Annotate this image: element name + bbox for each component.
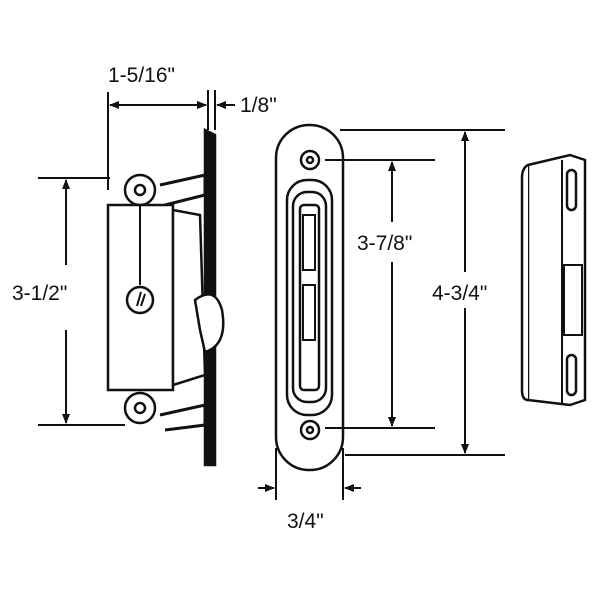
label-hole-spacing: 3-7/8"	[357, 232, 412, 255]
label-latch-width: 1-5/16"	[108, 64, 175, 87]
label-plate-thickness: 1/8"	[240, 94, 277, 117]
label-latch-height: 3-1/2"	[12, 282, 67, 305]
strike-plate	[274, 123, 345, 472]
dimension-latch-width: 1-5/16"	[107, 64, 209, 190]
dimension-hole-spacing: 3-7/8"	[325, 159, 435, 429]
latch-side-view	[106, 127, 225, 467]
label-strike-height: 4-3/4"	[432, 282, 487, 305]
dimension-plate-thickness: 1/8"	[190, 90, 277, 130]
label-strike-width: 3/4"	[287, 510, 324, 533]
dimension-strike-height: 4-3/4"	[340, 129, 505, 456]
dimension-latch-height: 3-1/2"	[12, 177, 125, 426]
keeper	[520, 153, 587, 407]
dimension-strike-width: 3/4"	[258, 448, 361, 533]
key-cylinder-icon	[125, 285, 155, 315]
